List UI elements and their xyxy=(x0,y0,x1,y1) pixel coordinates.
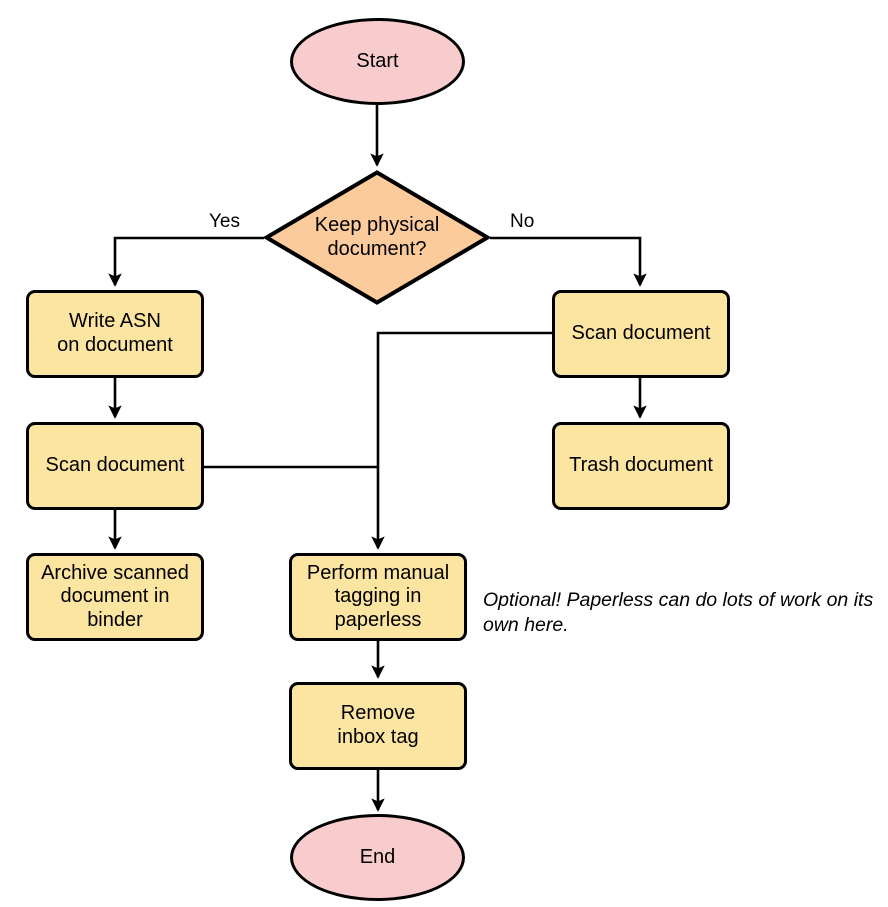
annotation-optional-note: Optional! Paperless can do lots of work … xyxy=(483,588,883,639)
edge-decision-yes-to-write-asn xyxy=(108,236,264,287)
edge-scan-right-to-manual-tagging xyxy=(371,331,552,550)
node-decision-keep-physical-label: Keep physical document? xyxy=(314,213,440,260)
edge-label-no: No xyxy=(510,211,534,233)
node-write-asn-label: Write ASN on document xyxy=(57,310,173,356)
node-end-label: End xyxy=(359,845,396,868)
node-end[interactable]: End xyxy=(290,814,465,901)
node-perform-manual-tagging[interactable]: Perform manual tagging in paperless xyxy=(289,553,467,641)
node-scan-document-right[interactable]: Scan document xyxy=(552,290,730,378)
edge-label-no-text: No xyxy=(510,211,535,232)
node-remove-inbox-tag-label: Remove inbox tag xyxy=(337,702,419,748)
diamond-shape xyxy=(264,170,490,305)
node-start-label: Start xyxy=(356,49,399,72)
node-archive-binder[interactable]: Archive scanned document in binder xyxy=(26,553,204,641)
node-start[interactable]: Start xyxy=(290,18,465,105)
node-scan-document-left-label: Scan document xyxy=(45,454,185,477)
node-write-asn[interactable]: Write ASN on document xyxy=(26,290,204,378)
annotation-optional-note-text: Optional! Paperless can do lots of work … xyxy=(483,589,874,637)
edge-label-yes-text: Yes xyxy=(209,211,240,232)
node-archive-binder-label: Archive scanned document in binder xyxy=(41,561,189,631)
node-trash-document-label: Trash document xyxy=(569,454,713,477)
edge-decision-no-to-scan-right xyxy=(490,236,647,287)
node-perform-manual-tagging-label: Perform manual tagging in paperless xyxy=(306,561,450,631)
node-remove-inbox-tag[interactable]: Remove inbox tag xyxy=(289,682,467,770)
node-scan-document-left[interactable]: Scan document xyxy=(26,422,204,510)
node-trash-document[interactable]: Trash document xyxy=(552,422,730,510)
node-scan-document-right-label: Scan document xyxy=(571,322,711,345)
edge-label-yes: Yes xyxy=(209,211,240,233)
node-decision-keep-physical[interactable]: Keep physical document? xyxy=(264,170,490,305)
